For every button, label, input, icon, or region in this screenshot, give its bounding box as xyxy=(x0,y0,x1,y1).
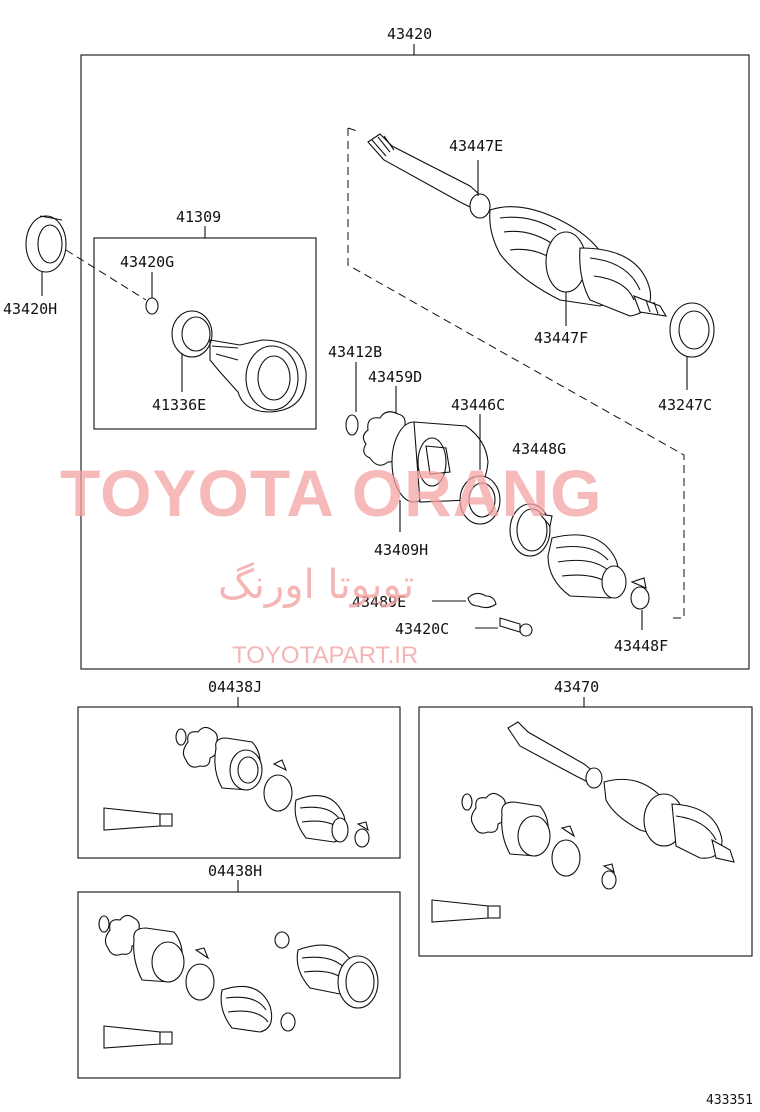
label-43447E: 43447E xyxy=(449,137,503,155)
label-43489E: 43489E xyxy=(352,593,406,611)
kit-04438H-parts xyxy=(98,914,379,1033)
grease-tube-04438H xyxy=(103,1025,173,1049)
figure-code: 433351 xyxy=(706,1093,753,1108)
label-43446C: 43446C xyxy=(451,396,505,414)
watermark-brand: TOYOTA ORANG xyxy=(60,456,602,530)
kit-box-04438J xyxy=(77,706,401,859)
watermark-url: TOYOTAPART.IR xyxy=(232,642,418,669)
label-43420C: 43420C xyxy=(395,620,449,638)
boot-clamp-43446C xyxy=(459,475,501,525)
label-43412B: 43412B xyxy=(328,343,382,361)
grease-tube-43470 xyxy=(431,899,501,923)
label-43420G: 43420G xyxy=(120,253,174,271)
label-43420H: 43420H xyxy=(3,300,57,318)
boot-band-43448G xyxy=(509,503,553,557)
label-43420: 43420 xyxy=(387,25,432,43)
kit-04438J-parts xyxy=(175,726,370,848)
dust-seal-43247C xyxy=(669,302,715,358)
drive-shaft-upper xyxy=(367,133,668,317)
label-04438J: 04438J xyxy=(208,678,262,696)
label-43247C: 43247C xyxy=(658,396,712,414)
assembly-box-43420 xyxy=(80,54,750,670)
watermark-persian: تویوتا اورنگ xyxy=(218,562,414,608)
label-04438H: 04438H xyxy=(208,862,262,880)
assembly-box-43470 xyxy=(418,706,753,957)
boot-band-43448F xyxy=(630,577,650,610)
snap-ring-43420G xyxy=(145,297,159,315)
inboard-boot xyxy=(547,534,627,599)
bolt-43420C xyxy=(499,617,533,637)
inboard-parts-43470 xyxy=(461,792,617,890)
shaft-group-outline xyxy=(347,128,685,619)
label-43459D: 43459D xyxy=(368,368,422,386)
drive-shaft-43470 xyxy=(507,721,735,863)
kit-box-04438H xyxy=(77,891,401,1079)
label-43409H: 43409H xyxy=(374,541,428,559)
grease-tube-04438J xyxy=(103,807,173,831)
inboard-joint-43409H xyxy=(391,421,489,503)
label-43447F: 43447F xyxy=(534,329,588,347)
label-43470: 43470 xyxy=(554,678,599,696)
oil-seal-43420H xyxy=(25,215,67,273)
outboard-joint-41336E xyxy=(171,310,307,413)
snap-ring-43412B xyxy=(345,414,359,436)
label-41336E: 41336E xyxy=(152,396,206,414)
label-43448G: 43448G xyxy=(512,440,566,458)
label-41309: 41309 xyxy=(176,208,221,226)
label-43448F: 43448F xyxy=(614,637,668,655)
washer-43489E xyxy=(467,592,497,609)
